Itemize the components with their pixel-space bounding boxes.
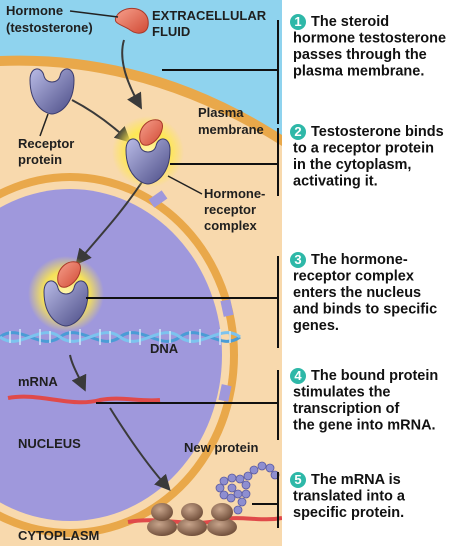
step-text-line: specific protein. <box>293 505 404 521</box>
step-text-line: passes through the <box>293 47 427 63</box>
step-text-line: transcription of <box>293 401 400 417</box>
dna-helix <box>0 329 241 345</box>
plasma-membrane-label: Plasma <box>198 105 244 120</box>
step-text-line: in the cytoplasm, <box>293 157 411 173</box>
ribosome <box>207 503 237 536</box>
nuclear-pore <box>218 384 232 402</box>
step-text-line: enters the nucleus <box>293 285 421 301</box>
ribosomes <box>147 503 237 536</box>
step-text-line: receptor complex <box>293 269 414 285</box>
step-text-line: the gene into mRNA. <box>293 418 436 434</box>
step-text-line: activating it. <box>293 174 378 190</box>
extracellular-label: EXTRACELLULAR <box>152 8 267 23</box>
step-number: 2 <box>294 124 301 139</box>
step-connectors <box>86 20 279 528</box>
complex-label-3: complex <box>204 218 258 233</box>
nuclear-pore <box>220 299 234 317</box>
step-text-line: The bound protein <box>311 368 438 384</box>
plasma-membrane-label-sub: membrane <box>198 122 264 137</box>
nucleus-label: NUCLEUS <box>18 436 81 451</box>
step-number-badge <box>290 124 306 140</box>
new-protein-chain <box>215 461 280 515</box>
ribosome <box>177 503 207 536</box>
complex-pointer <box>167 175 203 195</box>
dna-label: DNA <box>150 341 179 356</box>
complex-label: Hormone- <box>204 186 265 201</box>
receptor-protein <box>29 68 75 115</box>
receptor-pointer <box>39 113 49 137</box>
receptor-label-sub: protein <box>18 152 62 167</box>
hormone-pointer <box>69 10 119 18</box>
step-text-line: stimulates the <box>293 385 391 401</box>
hormone-label-sub: (testosterone) <box>6 20 93 35</box>
complex-in-nucleus <box>28 256 104 332</box>
step-number-badge <box>290 368 306 384</box>
step-number-badge <box>290 252 306 268</box>
new-protein-label: New protein <box>184 440 258 455</box>
step-text-line: genes. <box>293 318 339 334</box>
receptor-label: Receptor <box>18 136 74 151</box>
step-number: 5 <box>294 472 301 487</box>
complex-label-2: receptor <box>204 202 256 217</box>
ribosome <box>147 503 177 536</box>
step-text-line: Testosterone binds <box>311 124 444 140</box>
step-number-badge <box>290 14 306 30</box>
step-text-line: The hormone- <box>311 252 408 268</box>
cytoplasm-label: CYTOPLASM <box>18 528 99 543</box>
step-text-line: The steroid <box>311 14 389 30</box>
extracellular-label-sub: FLUID <box>152 24 190 39</box>
hormone-receptor-complex <box>112 116 184 188</box>
step-number: 1 <box>294 14 301 29</box>
step-number-badge <box>290 472 306 488</box>
mrna-label: mRNA <box>18 374 58 389</box>
hormone-label: Hormone <box>6 3 63 18</box>
cell-labels: Hormone (testosterone) EXTRACELLULAR FLU… <box>6 3 267 543</box>
step-text-line: to a receptor protein <box>293 141 434 157</box>
step-text-line: and binds to specific <box>293 302 437 318</box>
step-text-line: translated into a <box>293 489 406 505</box>
mrna-strand <box>7 394 161 405</box>
step-text-line: plasma membrane. <box>293 64 424 80</box>
testosterone-molecule <box>114 7 149 34</box>
nuclear-pore <box>148 190 168 208</box>
step-text-line: hormone testosterone <box>293 31 446 47</box>
step-number: 4 <box>294 368 302 383</box>
step-number: 3 <box>294 252 301 267</box>
step-text-line: The mRNA is <box>311 472 401 488</box>
